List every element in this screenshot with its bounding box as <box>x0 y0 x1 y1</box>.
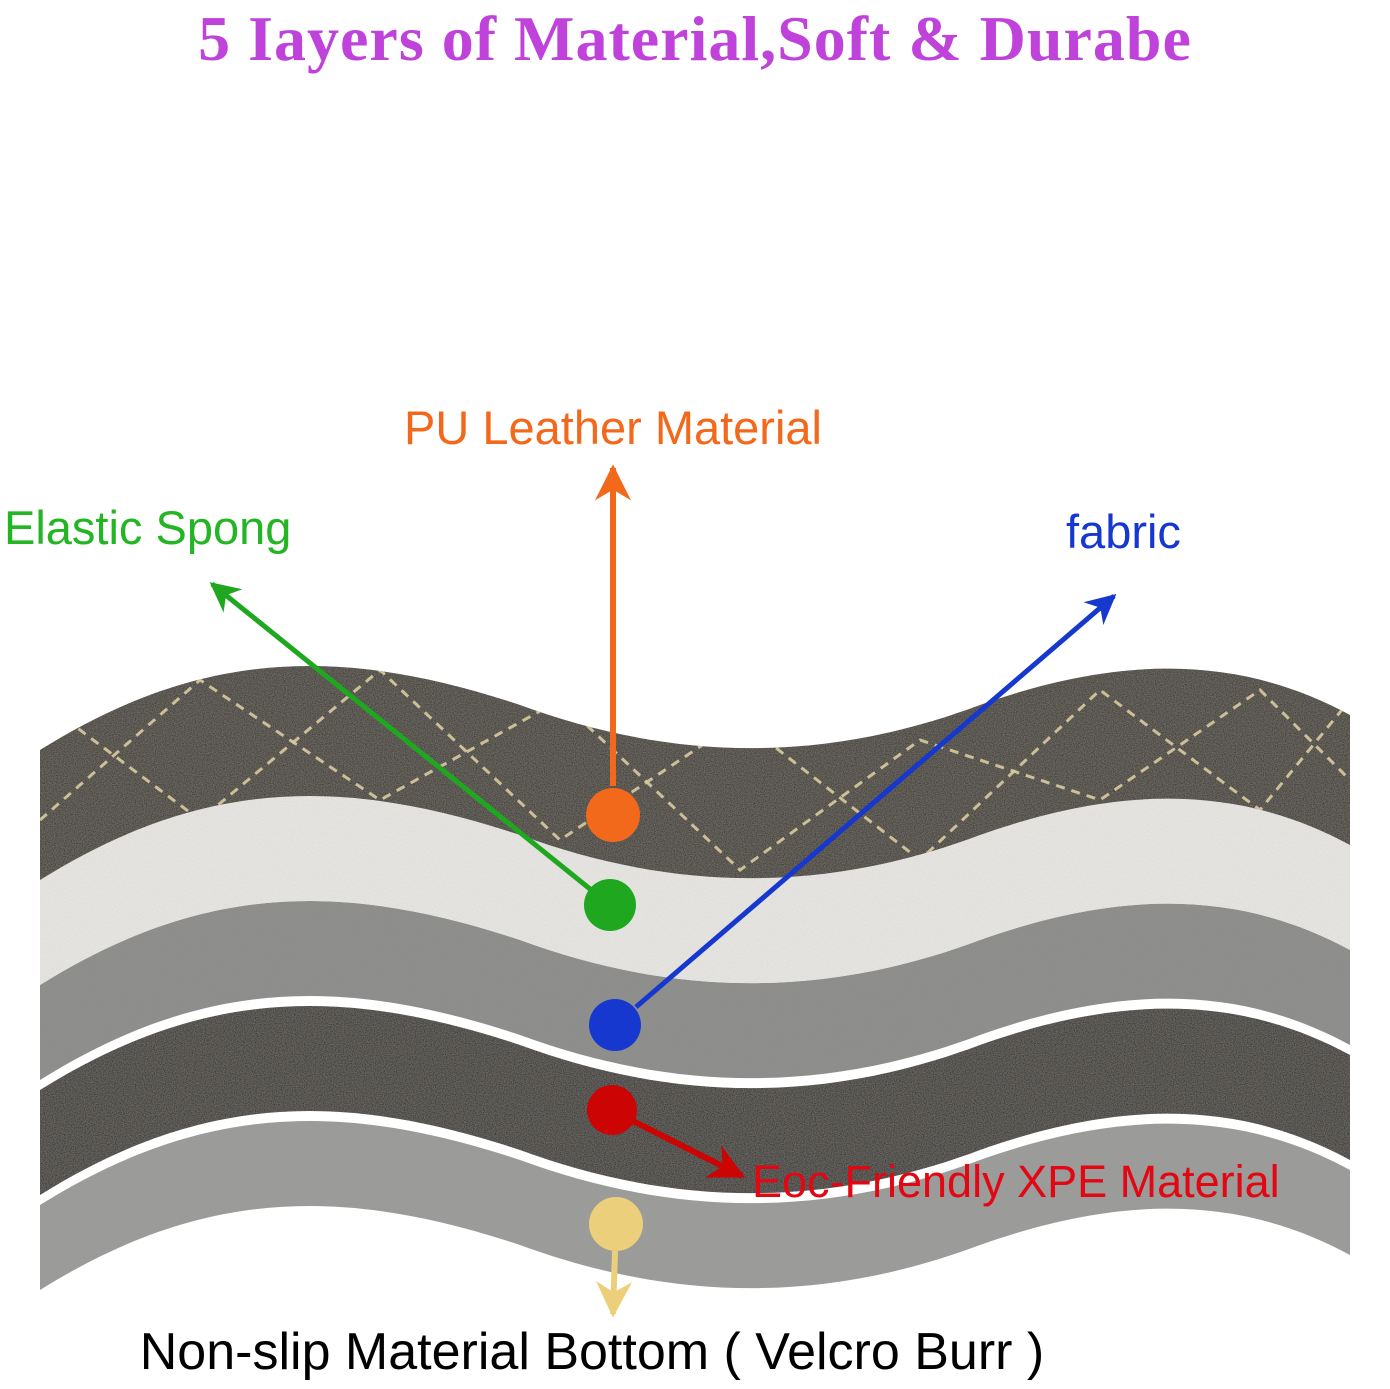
dot-elastic-sponge <box>584 879 636 931</box>
label-elastic-sponge: Elastic Spong <box>4 501 292 554</box>
label-non-slip-bottom: Non-slip Material Bottom ( Velcro Burr ) <box>139 1323 1045 1381</box>
page-title: 5 Iayers of Material,Soft & Durabe <box>198 3 1192 74</box>
arrow-xpe <box>631 1118 746 1179</box>
label-xpe-material: Eoc-Friendly XPE Material <box>752 1156 1280 1207</box>
arrow-elastic-sponge <box>209 582 592 891</box>
layer-pu-leather <box>40 666 1350 880</box>
dot-bottom <box>589 1197 643 1251</box>
arrow-fabric <box>634 594 1117 1009</box>
label-pu-leather: PU Leather Material <box>404 401 822 454</box>
arrow-bottom <box>596 1250 633 1318</box>
label-fabric: fabric <box>1066 505 1181 558</box>
layer-non-slip-bottom <box>40 1121 1350 1290</box>
layer-elastic-sponge <box>40 796 1350 985</box>
layer-fabric <box>40 901 1350 1080</box>
layer-xpe-foam <box>40 1006 1350 1195</box>
dot-fabric <box>589 999 641 1051</box>
stitch-zigzag-1 <box>40 678 1350 872</box>
dot-xpe <box>587 1085 637 1135</box>
dot-pu-leather <box>586 788 640 842</box>
